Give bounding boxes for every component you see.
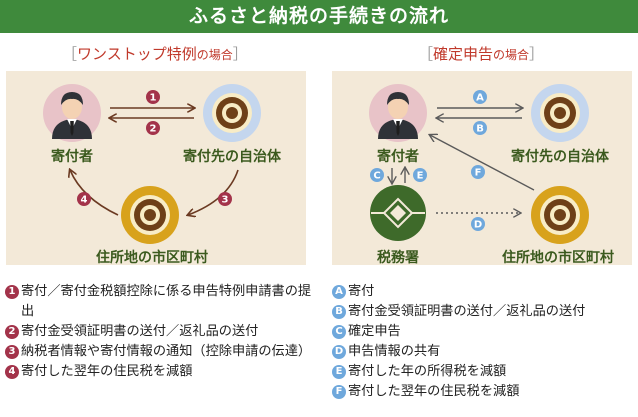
right-municipality-label: 寄付先の自治体 [511, 148, 610, 165]
right-local-label: 住所地の市区町村 [502, 249, 614, 266]
legend-badge: 1 [5, 285, 19, 299]
legend-text: 寄付した翌年の住民税を減額 [348, 384, 520, 399]
step-e-badge: E [413, 168, 427, 182]
svg-text:C: C [373, 171, 380, 182]
tax-office-icon [370, 185, 426, 241]
step-a-badge: A [473, 90, 487, 104]
arrow-step-4 [70, 170, 119, 216]
legend-text: 申告情報の共有 [348, 344, 441, 359]
step-3-badge: 3 [218, 192, 232, 206]
left-panel-heading: ［ワンストップ特例の場合］ [62, 45, 248, 63]
svg-text:D: D [474, 220, 482, 231]
left-heading-main: ワンストップ特例 [77, 45, 197, 63]
legend-item: B 寄付金受領証明書の送付／返礼品の送付 [332, 302, 632, 322]
local-government-seal-icon [121, 186, 179, 244]
right-heading-suffix: の場合 [493, 48, 530, 62]
step-b-badge: B [473, 121, 487, 135]
step-1-badge: 1 [146, 90, 160, 104]
right-tax-office-label: 税務署 [377, 249, 419, 266]
arrow-step-3 [188, 169, 239, 215]
step-4-badge: 4 [77, 192, 91, 206]
svg-text:E: E [417, 171, 424, 182]
step-c-badge: C [370, 168, 384, 182]
legend-item: E 寄付した年の所得税を減額 [332, 362, 632, 382]
legend-text: 納税者情報や寄付情報の通知（控除申請の伝達） [21, 344, 312, 359]
legend-item: C 確定申告 [332, 322, 632, 342]
legend-text: 寄付した翌年の住民税を減額 [21, 364, 193, 379]
legend-text: 寄付／寄付金税額控除に係る申告特例申請書の提出 [21, 284, 312, 319]
legend-item: 3 納税者情報や寄付情報の通知（控除申請の伝達） [5, 342, 313, 362]
legend-text: 寄付 [348, 284, 375, 299]
right-heading-main: 確定申告 [433, 45, 494, 63]
legend-text: 寄付金受領証明書の送付／返礼品の送付 [21, 324, 259, 339]
svg-text:F: F [475, 168, 482, 179]
legend-badge: C [332, 325, 346, 339]
step-d-badge: D [471, 217, 485, 231]
page-title: ふるさと納税の手続きの流れ [0, 0, 638, 33]
step-2-badge: 2 [146, 121, 160, 135]
legend-item: F 寄付した翌年の住民税を減額 [332, 382, 632, 402]
right-panel-heading: ［確定申告の場合］ [418, 45, 545, 63]
legend-item: 4 寄付した翌年の住民税を減額 [5, 362, 313, 382]
left-heading-suffix: の場合 [196, 48, 233, 62]
tax-donor-icon [369, 84, 427, 142]
donor-icon [43, 84, 101, 142]
svg-text:1: 1 [150, 93, 157, 104]
left-local-label: 住所地の市区町村 [96, 249, 208, 266]
legend-item: 2 寄付金受領証明書の送付／返礼品の送付 [5, 322, 313, 342]
legend-text: 確定申告 [348, 324, 401, 339]
legend-badge: E [332, 365, 346, 379]
legend-item: 1 寄付／寄付金税額控除に係る申告特例申請書の提出 [5, 282, 313, 322]
legend-item: A 寄付 [332, 282, 632, 302]
legend-badge: D [332, 345, 346, 359]
step-f-badge: F [471, 165, 485, 179]
legend-badge: A [332, 285, 346, 299]
legend-text: 寄付金受領証明書の送付／返礼品の送付 [348, 304, 586, 319]
legend-badge: F [332, 385, 346, 399]
legend-badge: 3 [5, 345, 19, 359]
municipality-seal-icon [203, 84, 261, 142]
svg-text:2: 2 [150, 124, 157, 135]
tax-municipality-seal-icon [531, 84, 589, 142]
left-donor-label: 寄付者 [51, 148, 93, 165]
legend-badge: B [332, 305, 346, 319]
svg-text:4: 4 [81, 195, 88, 206]
one-stop-legend: 1 寄付／寄付金税額控除に係る申告特例申請書の提出 2 寄付金受領証明書の送付／… [5, 282, 313, 382]
svg-text:3: 3 [222, 195, 229, 206]
svg-text:B: B [476, 124, 484, 135]
arrow-step-f [430, 135, 535, 191]
legend-badge: 2 [5, 325, 19, 339]
legend-text: 寄付した年の所得税を減額 [348, 364, 507, 379]
tax-local-seal-icon [531, 186, 589, 244]
legend-badge: 4 [5, 365, 19, 379]
svg-text:A: A [476, 93, 484, 104]
legend-item: D 申告情報の共有 [332, 342, 632, 362]
left-municipality-label: 寄付先の自治体 [183, 148, 282, 165]
right-donor-label: 寄付者 [377, 148, 419, 165]
tax-return-legend: A 寄付 B 寄付金受領証明書の送付／返礼品の送付 C 確定申告 D 申告情報の… [332, 282, 632, 402]
